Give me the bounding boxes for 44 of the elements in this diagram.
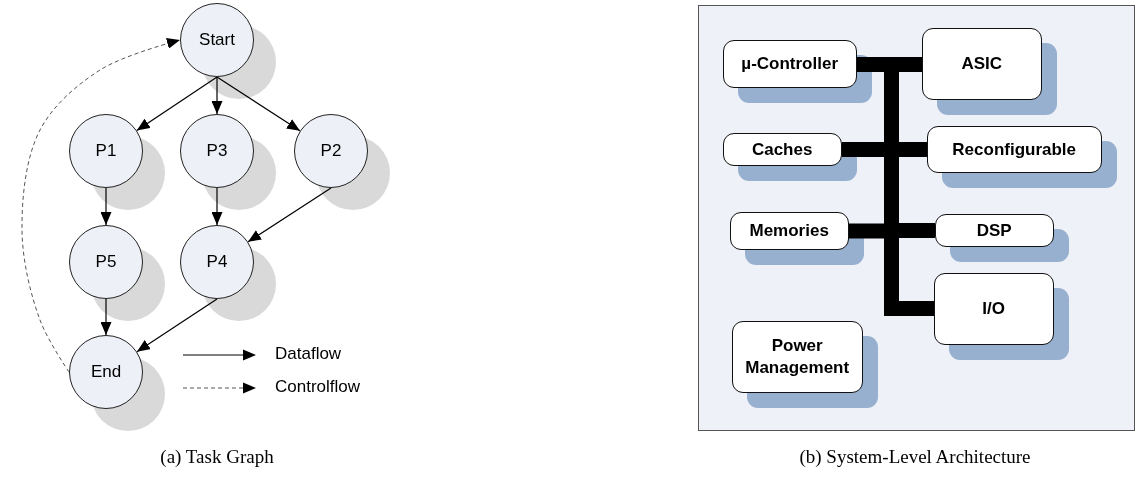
node-label: End [90,362,122,382]
legend-label: Dataflow [275,344,342,364]
bus-line [842,142,884,157]
node-label: Caches [751,138,813,160]
node-label: I/O [982,298,1005,320]
component-box [933,272,1054,345]
node-label: Start [199,30,235,50]
component-box [934,213,1054,247]
component-box [722,132,842,166]
bus-line [899,142,927,157]
component-box [722,39,857,88]
node-label: P3 [206,141,228,161]
node-label: P1 [95,141,117,161]
arrow [216,76,301,132]
figure-caption: (b) System-Level Architecture [799,446,1031,468]
legend-label: Controlflow [275,377,361,397]
bus-bar [883,56,899,316]
component-box [731,320,863,393]
arrow [247,187,332,243]
arrow [211,76,223,115]
arrow [100,187,112,226]
node-label: P2 [320,141,342,161]
component-box [926,125,1102,173]
component-box [729,211,849,250]
bus-line [899,223,935,238]
component-box [921,27,1042,100]
bus-line [899,57,922,72]
node-label: ASIC [961,53,1002,75]
node-label: Memories [749,220,829,242]
arrow [211,187,223,226]
bus-line [849,223,884,239]
arrow [136,298,218,353]
bus-line [899,301,934,316]
arrow [21,38,181,373]
arrow [100,298,112,336]
arrow [136,76,218,132]
node-label: Power Management [744,335,851,378]
node-label: µ-Controller [741,53,839,75]
figure-caption: (a) Task Graph [160,446,274,468]
node-label: Reconfigurable [952,138,1077,160]
bus-line [857,57,884,72]
node-label: P4 [206,252,228,272]
node-label: P5 [95,252,117,272]
node-label: DSP [976,219,1012,241]
